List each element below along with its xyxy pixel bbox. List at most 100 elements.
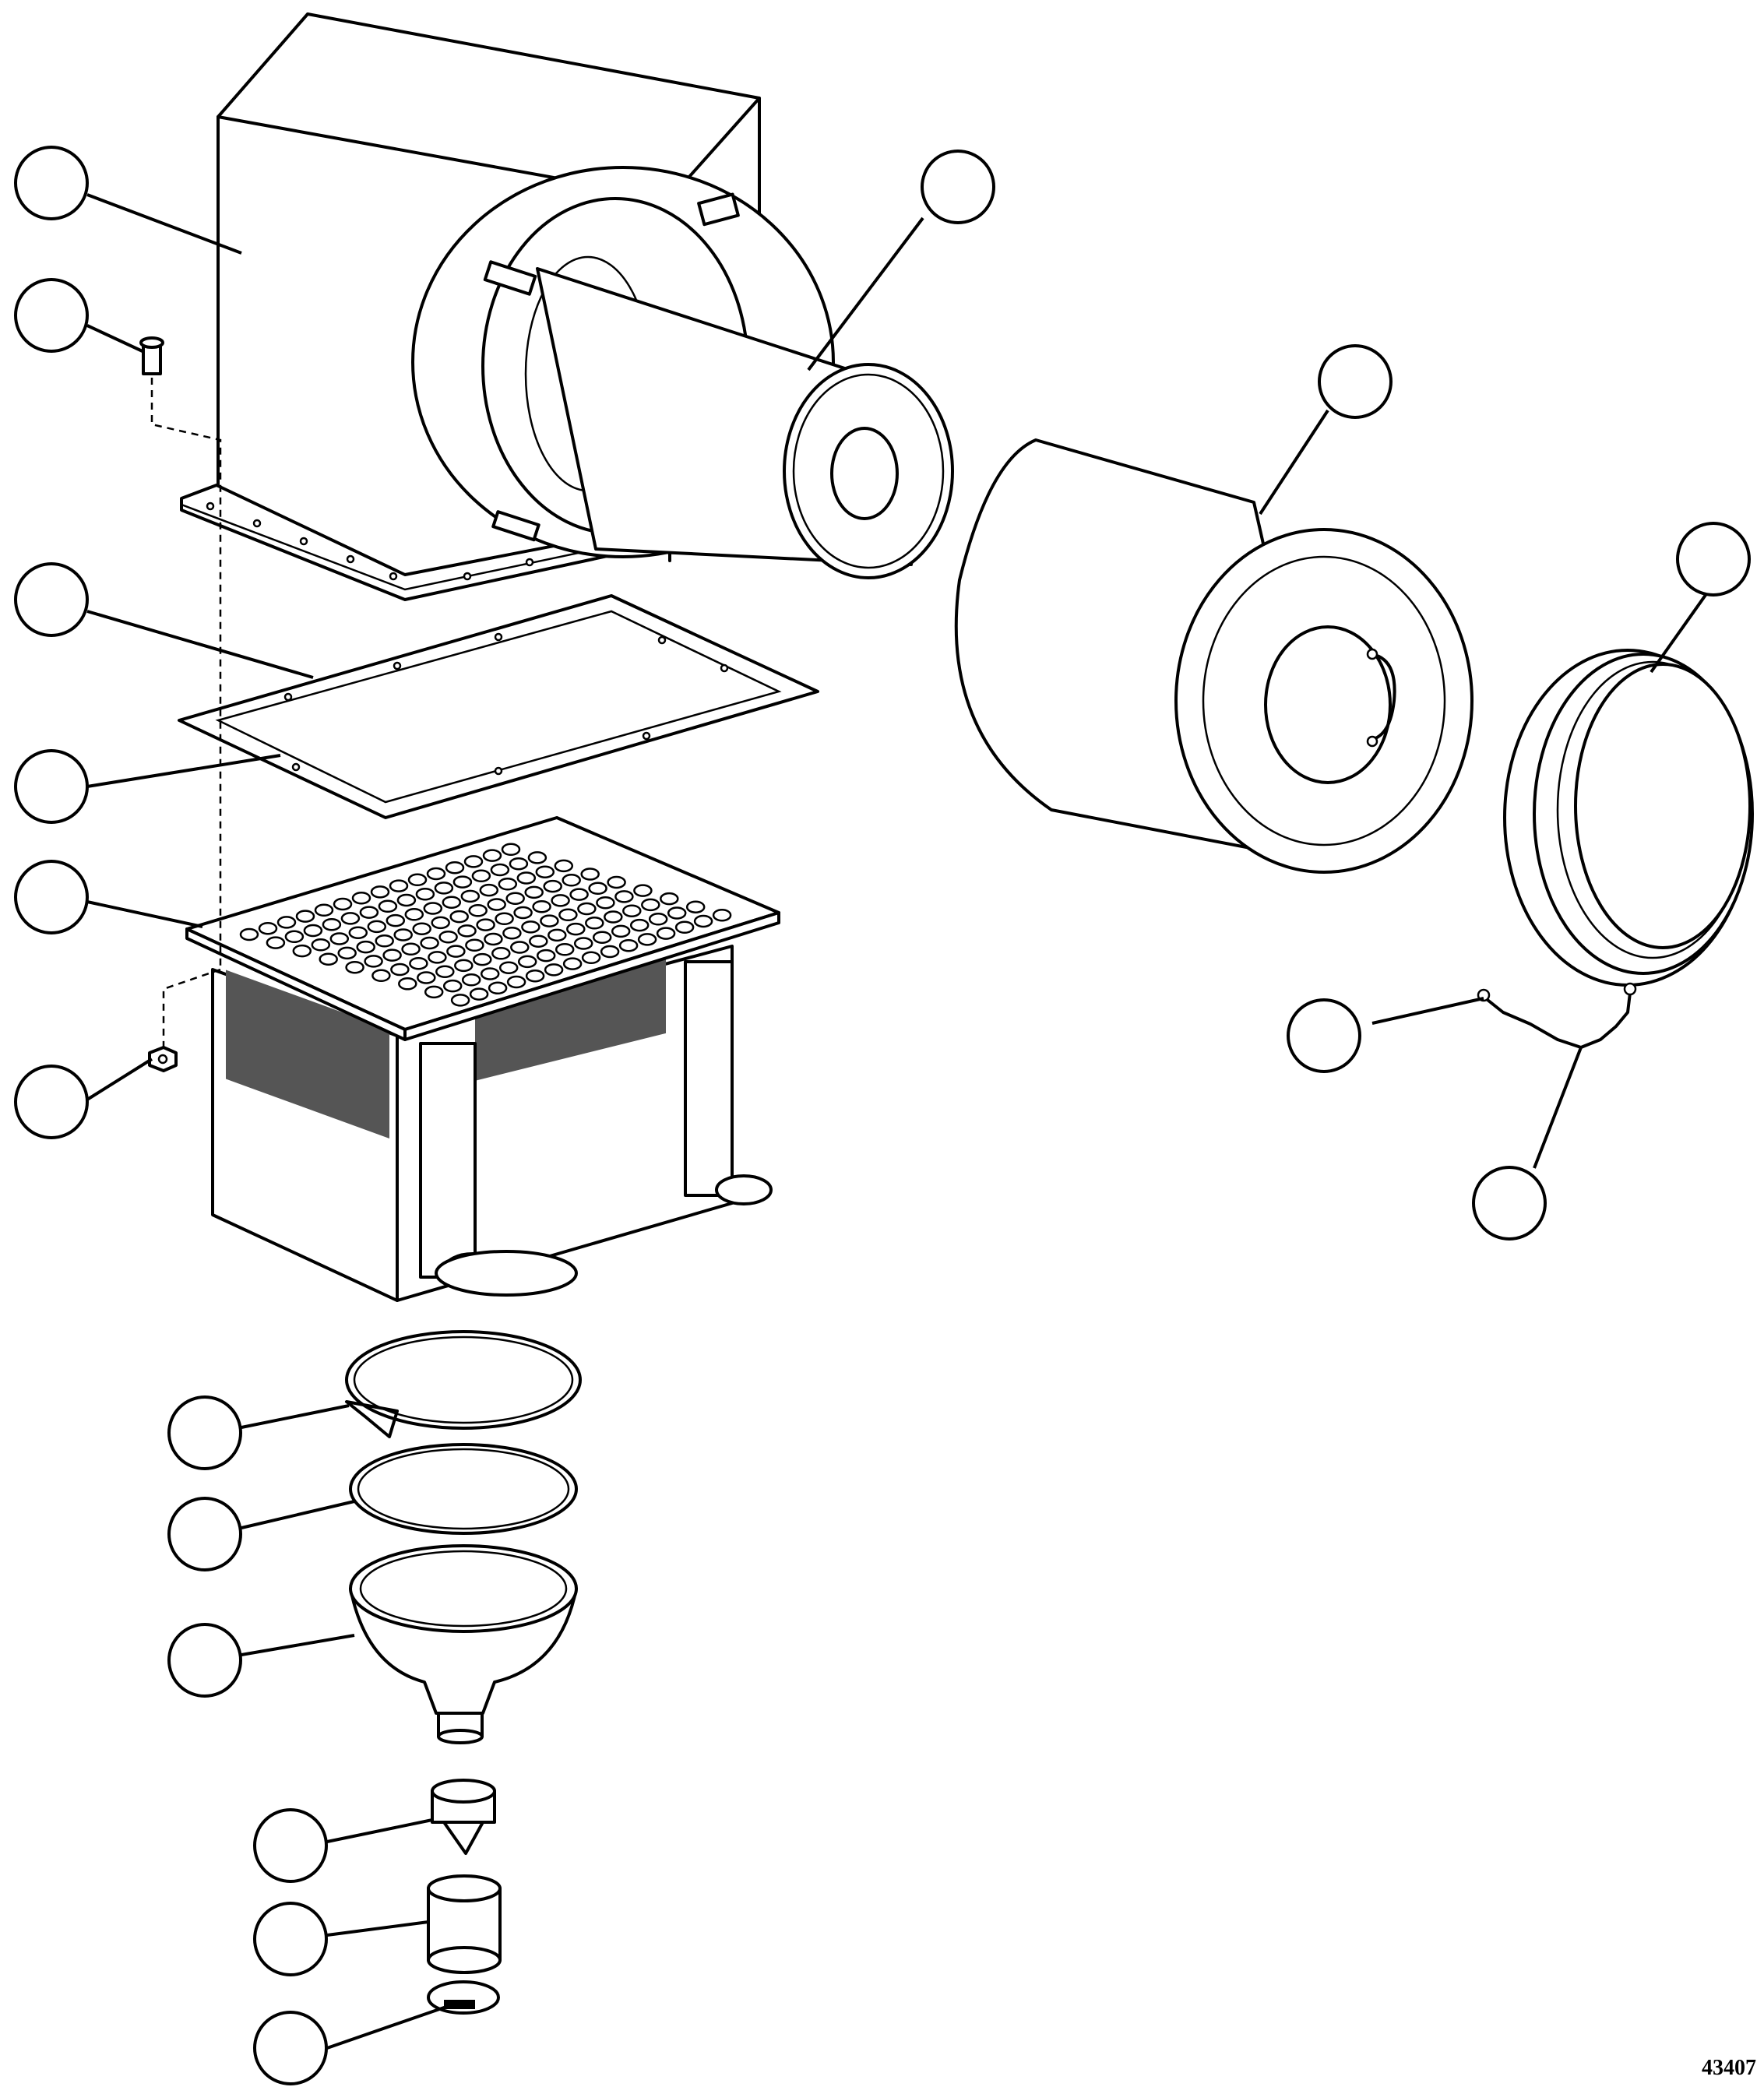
tray-hole [337, 946, 357, 960]
tray-hole [667, 906, 687, 920]
tray-hole [465, 938, 484, 952]
tray-hole [604, 910, 623, 924]
callout-balloon [253, 1808, 328, 1883]
vacuator-valve-icon [431, 1779, 496, 1855]
tray-hole [685, 900, 706, 913]
tray-hole [544, 963, 564, 977]
callout-balloon [253, 2011, 328, 2085]
tray-hole [641, 898, 660, 912]
tray-hole [498, 961, 519, 974]
cyclone-tray-icon [185, 816, 780, 1302]
tray-hole [370, 885, 390, 899]
tray-hole [535, 865, 555, 878]
tray-hole [482, 849, 502, 862]
tray-hole [449, 910, 469, 924]
tray-hole [562, 957, 583, 970]
tray-hole [438, 930, 458, 944]
tray-hole [409, 956, 428, 970]
tray-hole [426, 867, 446, 881]
tray-hole [495, 912, 514, 926]
callout-balloon [1318, 344, 1393, 419]
tray-hole [585, 917, 604, 930]
tray-hole [562, 874, 581, 887]
tray-hole [378, 899, 398, 913]
tray-hole [417, 971, 436, 984]
tray-hole [600, 945, 620, 959]
tray-hole [516, 871, 537, 885]
tray-hole [319, 952, 338, 966]
tray-hole [420, 936, 439, 950]
tray-hole [423, 902, 443, 915]
tray-hole [393, 928, 413, 941]
tray-hole [348, 926, 368, 939]
tray-hole [501, 843, 521, 857]
tray-hole [693, 914, 713, 928]
tray-hole [424, 985, 444, 999]
tray-hole [382, 948, 402, 962]
tray-hole [529, 934, 548, 948]
tray-hole [540, 914, 559, 927]
tray-hole [468, 904, 488, 917]
tray-hole [510, 941, 530, 954]
tray-hole [351, 891, 371, 905]
tray-hole [386, 913, 406, 927]
tray-hole [476, 918, 495, 931]
callout-balloon [14, 749, 89, 824]
tray-hole [491, 947, 511, 960]
tray-hole [452, 875, 473, 889]
tray-hole [239, 927, 259, 941]
tray-hole [364, 955, 383, 968]
tray-hole [431, 916, 450, 930]
tray-hole [454, 959, 474, 973]
tray-hole [442, 979, 463, 993]
tray-hole [460, 889, 481, 903]
o-ring-icon [349, 1443, 578, 1535]
hose-icon [427, 1874, 502, 1974]
tray-hole [577, 902, 597, 916]
tray-hole [367, 920, 387, 934]
callout-balloon [1472, 1166, 1547, 1241]
tray-hole [712, 908, 732, 922]
tray-hole [314, 903, 334, 917]
tray-hole [618, 938, 639, 952]
tray-hole [502, 926, 522, 940]
tray-hole [390, 963, 410, 977]
chain-icon [1477, 982, 1637, 1049]
tray-hole [554, 859, 574, 873]
tray-hole [329, 932, 350, 945]
tray-hole [490, 863, 510, 877]
tray-hole [607, 875, 626, 889]
tray-hole [629, 918, 650, 932]
tray-hole [614, 890, 634, 903]
gasket-icon [178, 594, 819, 819]
tray-hole [543, 879, 562, 893]
tray-hole [569, 888, 589, 901]
tray-hole [359, 906, 379, 919]
tray-hole [266, 936, 286, 949]
tray-hole [276, 916, 297, 929]
tray-hole [356, 940, 375, 954]
tray-hole [412, 922, 431, 935]
figure-id-number: 43407 [1702, 2056, 1756, 2080]
tray-hole [415, 887, 435, 901]
tray-hole [581, 951, 601, 965]
tray-hole [611, 924, 631, 938]
tray-hole [527, 851, 548, 864]
tray-hole [573, 937, 593, 950]
tray-hole [488, 981, 508, 995]
callout-balloon [1676, 522, 1751, 597]
leader-lines [86, 193, 1711, 2050]
tray-hole [517, 955, 537, 969]
tray-hole [555, 943, 575, 956]
callout-balloon [253, 1902, 328, 1976]
tray-hole [303, 924, 323, 938]
tray-hole [398, 977, 417, 991]
cover-icon [1503, 649, 1754, 987]
tray-hole [333, 897, 353, 911]
tray-hole [469, 987, 489, 1001]
callout-balloon [14, 146, 89, 220]
tray-hole [498, 878, 518, 891]
tray-hole [566, 922, 586, 936]
tray-hole [536, 948, 556, 963]
